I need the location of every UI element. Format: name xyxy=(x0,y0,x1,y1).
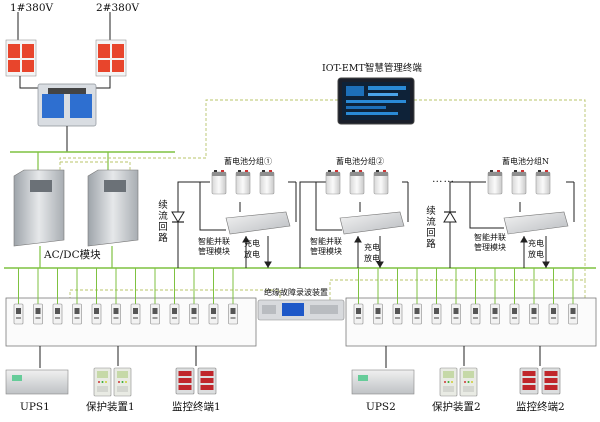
left-breaker xyxy=(91,303,102,325)
monitor-terminal-1 xyxy=(175,367,217,395)
battery-group-2-label: 蓄电池分组② xyxy=(336,157,384,166)
iot-terminal-label: IOT-EMT智慧管理终端 xyxy=(322,63,422,74)
module-label-n-line2: 管理模块 xyxy=(474,243,506,252)
smart-module-n xyxy=(503,211,569,235)
monitor-2-label: 监控终端2 xyxy=(516,401,565,413)
module-label-n-line1: 智能并联 xyxy=(474,233,506,242)
module-label-2-line2: 管理模块 xyxy=(310,247,342,256)
left-breaker xyxy=(111,303,121,325)
battery-group-n-label: 蓄电池分组N xyxy=(502,157,549,166)
right-breaker xyxy=(431,303,442,325)
right-breaker xyxy=(568,303,578,325)
battery-group-1 xyxy=(211,169,275,195)
charge-label-n: 充电 xyxy=(528,239,544,248)
left-breaker xyxy=(228,303,238,325)
left-breaker xyxy=(52,303,63,325)
acdc-label: AC/DC模块 xyxy=(44,249,101,261)
right-breaker xyxy=(373,303,383,325)
monitor-1-label: 监控终端1 xyxy=(172,401,221,413)
source1-breaker-group xyxy=(5,12,37,77)
left-breaker xyxy=(189,303,199,325)
left-breaker xyxy=(13,303,24,325)
charge-label-2: 充电 xyxy=(364,243,380,252)
discharge-label-1: 放电 xyxy=(244,250,260,259)
right-breaker xyxy=(392,303,403,325)
protection-2-label: 保护装置2 xyxy=(432,401,481,413)
ups1-device xyxy=(5,369,69,395)
battery-group-n xyxy=(487,169,551,195)
left-breaker xyxy=(130,303,141,325)
insulation-device-label: 绝缘故障录波装置 xyxy=(264,288,328,297)
freewheel-diode-1 xyxy=(171,211,185,223)
left-breaker xyxy=(150,303,160,325)
smart-module-2 xyxy=(339,211,405,235)
freewheel-diode-2 xyxy=(443,211,457,223)
acdc-cabinet-1 xyxy=(13,169,65,247)
right-breaker xyxy=(451,303,461,325)
insulation-device xyxy=(257,299,345,321)
smart-module-1 xyxy=(225,211,291,235)
discharge-label-2: 放电 xyxy=(364,254,380,263)
left-breaker xyxy=(169,303,180,325)
ellipsis: …… xyxy=(432,173,455,185)
module-label-1-line1: 智能并联 xyxy=(198,237,230,246)
right-breaker xyxy=(353,303,364,325)
ups1-label: UPS1 xyxy=(20,401,50,413)
right-breaker xyxy=(412,303,422,325)
right-breaker xyxy=(509,303,520,325)
source2-label: 2#380V xyxy=(96,2,140,14)
ats-switch xyxy=(37,83,97,127)
monitor-terminal-2 xyxy=(519,367,561,395)
left-breaker xyxy=(208,303,219,325)
acdc-cabinet-2 xyxy=(87,169,139,247)
ups2-device xyxy=(351,369,415,395)
right-breaker xyxy=(470,303,481,325)
source1-label: 1#380V xyxy=(10,2,54,14)
module-label-2-line1: 智能并联 xyxy=(310,237,342,246)
right-breaker xyxy=(529,303,539,325)
freewheel-label-2: 续流回路 xyxy=(426,206,436,250)
freewheel-label-1: 续流回路 xyxy=(158,200,168,244)
charge-label-1: 充电 xyxy=(244,239,260,248)
protection-1-label: 保护装置1 xyxy=(86,401,135,413)
right-breaker xyxy=(548,303,559,325)
iot-terminal-screen xyxy=(337,77,415,125)
module-label-1-line2: 管理模块 xyxy=(198,247,230,256)
battery-group-2 xyxy=(325,169,389,195)
battery-group-1-label: 蓄电池分组① xyxy=(224,157,272,166)
left-breaker xyxy=(33,303,43,325)
left-breaker xyxy=(72,303,82,325)
discharge-label-n: 放电 xyxy=(528,250,544,259)
protection-device-1 xyxy=(93,367,132,397)
right-breaker xyxy=(490,303,500,325)
ups2-label: UPS2 xyxy=(366,401,396,413)
source2-breaker-group xyxy=(95,12,127,77)
protection-device-2 xyxy=(439,367,478,397)
